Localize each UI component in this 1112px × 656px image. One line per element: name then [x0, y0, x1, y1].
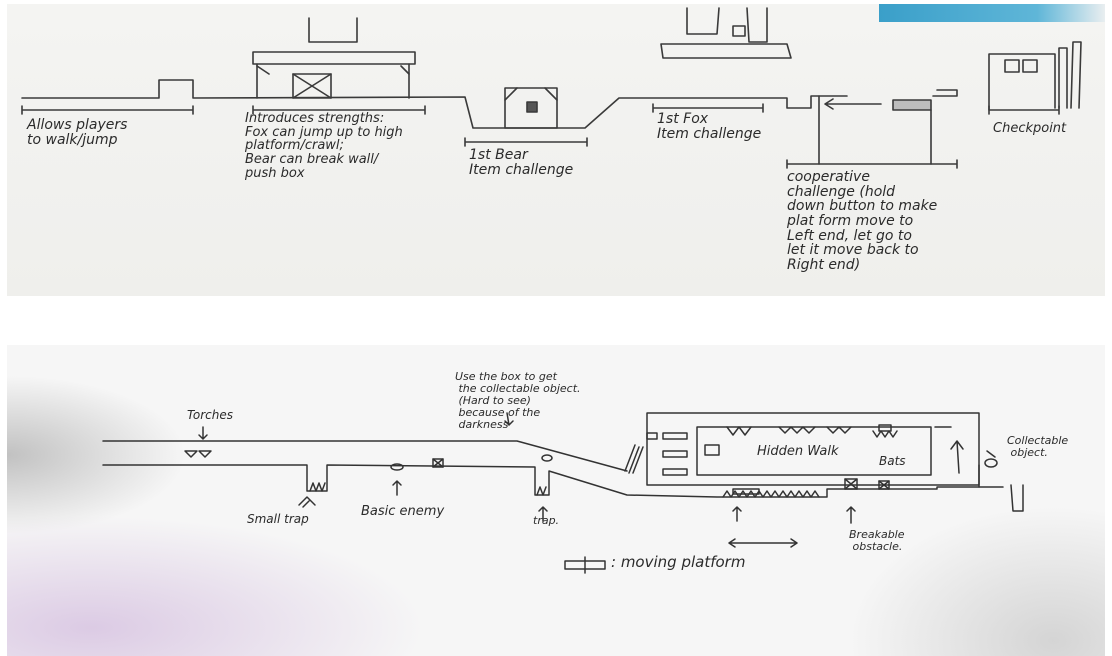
note-trap: trap.: [533, 514, 560, 527]
bracket-strengths: [252, 105, 426, 115]
note-legend: : moving platform: [611, 553, 746, 571]
shadow-hatch: [624, 444, 644, 474]
arrow-trap: [538, 506, 548, 522]
arrow-breakable: [846, 506, 856, 524]
ceiling-spikes: [726, 426, 852, 436]
level-outline-top: [21, 7, 1082, 169]
collectable-right: [984, 458, 998, 468]
high-platform-overhang: [308, 17, 358, 43]
note-breakable: Breakable obstacle.: [849, 528, 905, 553]
arrow-moving-up: [732, 506, 742, 522]
level-sketch-bottom: Torches Use the box to get the collectab…: [7, 345, 1105, 656]
bracket-walk: [21, 105, 194, 115]
bracket-checkpoint: [988, 105, 1060, 115]
push-box: [292, 73, 332, 99]
arrow-box-note: [504, 412, 514, 426]
small-trap-spikes: [309, 482, 326, 492]
hidden-area: [646, 412, 980, 486]
arrow-basic-enemy: [392, 480, 402, 496]
bracket-fox: [652, 103, 764, 113]
trap-spikes: [536, 486, 547, 496]
breakable-obstacle: [844, 478, 858, 490]
double-arrow: [728, 538, 798, 548]
cave-floor: [102, 464, 1004, 498]
floor-spikes: [722, 490, 820, 498]
note-bats: Bats: [879, 454, 906, 468]
note-strengths: Introduces strengths: Fox can jump up to…: [245, 111, 403, 181]
arrow-collectable: [986, 450, 996, 458]
moving-platform-spikes: [732, 488, 760, 495]
arrow-torches: [198, 426, 208, 440]
note-cooperative: cooperative challenge (hold down button …: [787, 169, 938, 274]
box: [432, 458, 444, 468]
high-platform: [252, 51, 416, 65]
basic-enemy: [390, 463, 404, 471]
bear-item-block: [504, 87, 558, 129]
note-checkpoint: Checkpoint: [993, 121, 1067, 136]
bracket-bear: [464, 137, 588, 147]
note-hidden-walk: Hidden Walk: [757, 444, 839, 459]
bat-spikes: [872, 430, 898, 438]
fox-high-platform: [686, 7, 768, 43]
level-sketch-top: Allows players to walk/jump Introduces s…: [7, 4, 1105, 296]
note-torches: Torches: [187, 408, 233, 422]
torch-2: [198, 450, 212, 458]
checkpoint-building: [988, 53, 1056, 111]
note-bear-item: 1st Bear Item challenge: [469, 147, 574, 178]
note-box-collectable: Use the box to get the collectable objec…: [455, 370, 581, 432]
bracket-coop: [786, 159, 958, 169]
level-outline-bottom: [102, 412, 1024, 574]
torch-1: [184, 450, 198, 458]
exit-pipe: [1010, 484, 1024, 512]
note-small-trap: Small trap: [247, 512, 309, 526]
note-fox-item: 1st Fox Item challenge: [657, 111, 762, 142]
note-walk-jump: Allows players to walk/jump: [27, 117, 128, 148]
arrow-small-trap: [298, 496, 316, 508]
note-basic-enemy: Basic enemy: [361, 504, 445, 519]
note-collectable: Collectable object.: [1007, 434, 1069, 459]
coop-arrow: [824, 98, 882, 110]
moving-platform: [892, 99, 932, 111]
collectable-slope: [541, 454, 553, 462]
cave-ceiling: [102, 440, 628, 472]
